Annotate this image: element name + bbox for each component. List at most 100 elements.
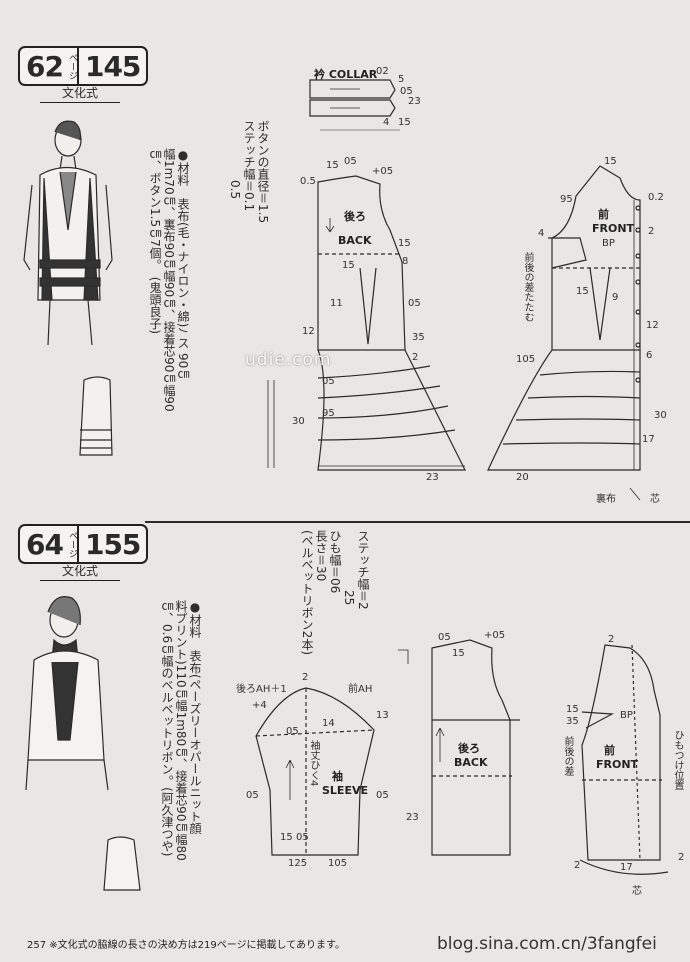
tie-position-note: ひもつけ位置 xyxy=(672,730,683,790)
dim-label: 30 xyxy=(654,410,667,421)
dim-label: 15 xyxy=(326,160,339,171)
dim-label: 95 xyxy=(560,194,573,205)
collar-label: 衿 COLLAR xyxy=(314,68,378,81)
dim-label: 05 xyxy=(322,376,335,387)
sleeve-label-jp: 袖 xyxy=(332,770,343,783)
drafting-method-label: 文化式 xyxy=(40,562,121,581)
page-kana: ページ xyxy=(66,530,77,558)
dim-label: +4 xyxy=(252,700,267,711)
footer-note: 257 ※文化式の脇線の長さの決め方は219ページに掲載してあります。 xyxy=(27,936,345,951)
footer-note-text: ※文化式の脇線の長さの決め方は219ページに掲載してあります。 xyxy=(49,940,345,951)
dim-label: 05 xyxy=(408,298,421,309)
dim-label: 23 xyxy=(406,812,419,823)
dim-label: 2 xyxy=(302,672,309,683)
front-bodice-pattern-1 xyxy=(487,165,641,471)
diff-note: 前後の差 xyxy=(562,736,573,776)
dim-label: 5 xyxy=(398,74,405,85)
back-armhole-label: 後ろAH＋1 xyxy=(236,684,287,695)
back-label-jp: 後ろ xyxy=(458,742,480,755)
page-kana: ページ xyxy=(66,52,77,80)
dim-label: 2 xyxy=(648,226,655,237)
front-armhole-label: 前AH xyxy=(348,684,373,695)
dim-label: 05 xyxy=(344,156,357,167)
dim-label: 125 xyxy=(288,858,308,869)
collar-pattern xyxy=(309,79,400,131)
pattern-number-badge-64: 64 ページ 155 xyxy=(18,524,149,564)
dim-label: 05 xyxy=(438,632,451,643)
dim-label: 02 xyxy=(376,66,389,77)
dim-label: 23 xyxy=(408,96,421,107)
button-note: ボタンの直径＝1.5 ステッチ幅＝0.1 0.5 xyxy=(228,120,270,224)
dim-label: 12 xyxy=(302,326,315,337)
dim-label: 17 xyxy=(642,434,655,445)
dim-label: 15 xyxy=(398,117,411,128)
front-label-en: FRONT xyxy=(592,222,635,235)
bp-label: BP xyxy=(620,710,633,721)
dim-label: 95 xyxy=(322,408,335,419)
dim-label: +05 xyxy=(484,630,506,641)
sleeve-label-en: SLEEVE xyxy=(322,784,368,797)
stitch-note: ステッチ幅＝2 25 ひも幅＝06 長さ＝30 (ベルベットリボン2本) xyxy=(300,530,370,655)
dim-label: 30 xyxy=(292,416,305,427)
dim-label: 05 xyxy=(246,790,259,801)
dim-label: 12 xyxy=(646,320,659,331)
badge-separator xyxy=(76,526,79,562)
materials-text: ●材料 表布(ペーズリーオパールニット顔 料プリント)110㎝幅1m80㎝、接着… xyxy=(160,600,202,861)
fashion-illustration-vest xyxy=(23,120,113,456)
dim-label: 2 xyxy=(412,352,419,363)
dim-label: 11 xyxy=(330,298,343,309)
dim-label: 15 xyxy=(342,260,355,271)
dim-label: 05 xyxy=(376,790,389,801)
dim-label: 23 xyxy=(426,472,439,483)
pattern-number: 64 xyxy=(26,527,64,561)
core-note: 芯 xyxy=(650,494,660,505)
back-label-en: BACK xyxy=(338,234,372,247)
fashion-illustration-jacket xyxy=(25,596,141,891)
dim-label: 14 xyxy=(322,718,335,729)
dim-label: 9 xyxy=(612,292,619,303)
dim-label: 2 xyxy=(678,852,685,863)
drafting-method-label: 文化式 xyxy=(40,84,121,103)
bp-label: BP xyxy=(602,238,615,249)
dim-label: 13 xyxy=(376,710,389,721)
sleeve-pattern xyxy=(255,687,375,856)
back-label-jp: 後ろ xyxy=(344,210,366,223)
front-bodice-pattern-2 xyxy=(579,644,669,875)
page-number: 257 xyxy=(27,940,47,951)
dim-label: 35 xyxy=(566,716,579,727)
pattern-number: 62 xyxy=(26,49,64,83)
lining-note: 裏布 xyxy=(596,494,616,505)
back-bodice-pattern-2 xyxy=(431,639,520,856)
dim-label: 0.2 xyxy=(648,192,664,203)
dim-label: 8 xyxy=(402,256,409,267)
front-label-jp: 前 xyxy=(604,744,615,757)
dim-label: 15 xyxy=(604,156,617,167)
dim-label: 2 xyxy=(574,860,581,871)
front-label-en: FRONT xyxy=(596,758,639,771)
reference-page: 145 xyxy=(84,49,141,83)
back-bodice-pattern-1 xyxy=(317,175,466,471)
dim-label: 05 xyxy=(296,832,309,843)
dim-label: 15 xyxy=(452,648,465,659)
core-note: 芯 xyxy=(632,886,642,897)
dim-label: 15 xyxy=(566,704,579,715)
diff-note: 前後の差たたむ xyxy=(522,252,533,322)
reference-page: 155 xyxy=(84,527,141,561)
badge-separator xyxy=(76,48,79,84)
dim-label: 20 xyxy=(516,472,529,483)
dim-label: 4 xyxy=(383,117,390,128)
sleeve-length-note: 袖丈ひく4 xyxy=(308,740,319,787)
dim-label: 35 xyxy=(412,332,425,343)
dim-label: 105 xyxy=(516,354,536,365)
dim-label: 17 xyxy=(620,862,633,873)
dim-label: 05 xyxy=(286,726,299,737)
dim-label: +05 xyxy=(372,166,394,177)
back-label-en: BACK xyxy=(454,756,488,769)
dim-label: 05 xyxy=(400,86,413,97)
middle-watermark: udie.com xyxy=(245,350,332,370)
dim-label: 15 xyxy=(398,238,411,249)
dim-label: 2 xyxy=(608,634,615,645)
pattern-number-badge-62: 62 ページ 145 xyxy=(18,46,149,86)
dim-label: 105 xyxy=(328,858,348,869)
